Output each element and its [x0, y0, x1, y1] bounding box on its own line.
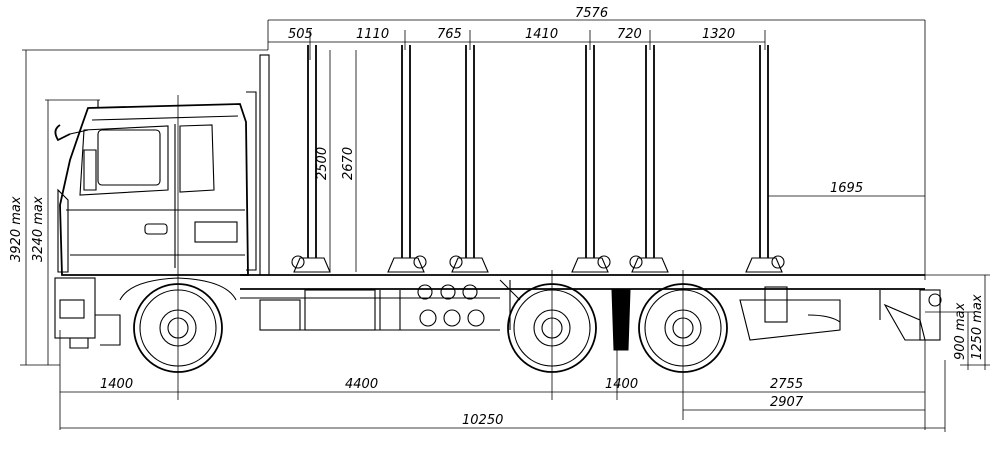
dim-stake-height: 2500 [315, 147, 330, 180]
dim-top-seg-2: 1110 [356, 27, 389, 42]
dim-top-seg-6: 1320 [702, 27, 735, 42]
dim-overall-length: 10250 [462, 413, 503, 428]
dim-bottom-seg-2: 4400 [345, 377, 378, 392]
dim-bottom-seg-4: 2755 [770, 377, 803, 392]
timber-stakes [291, 45, 785, 273]
dim-stake-height-2: 2670 [341, 147, 356, 180]
stake-3 [449, 45, 489, 273]
bottom-dimension-lines [60, 360, 946, 432]
dim-rear-overhang-top: 1695 [830, 181, 863, 196]
dim-rear: 2907 [770, 395, 804, 410]
axle-centerlines [59, 95, 926, 430]
stake-4 [571, 45, 611, 273]
stake-5 [629, 45, 669, 273]
dim-right-height-2: 900 max [953, 302, 968, 360]
stake-2 [387, 45, 427, 273]
stake-1 [291, 45, 331, 273]
stake-height-lines [329, 50, 357, 272]
dim-top-seg-3: 765 [437, 27, 462, 42]
left-dimension-lines [20, 49, 268, 366]
stake-6 [745, 45, 785, 273]
cab [54, 54, 270, 276]
dim-height-cab: 3240 max [31, 196, 46, 262]
dim-top-overall: 7576 [575, 6, 608, 21]
front-bumper [54, 277, 121, 349]
dim-bottom-seg-3: 1400 [605, 377, 638, 392]
chassis-frame [240, 274, 942, 341]
mudflap [611, 289, 631, 351]
dim-top-seg-5: 720 [617, 27, 642, 42]
dim-top-seg-1: 505 [288, 27, 313, 42]
top-dimension-lines [267, 19, 926, 280]
dim-bottom-seg-1: 1400 [100, 377, 133, 392]
right-dimension-lines [925, 274, 990, 370]
dim-top-seg-4: 1410 [525, 27, 558, 42]
dim-right-height-1: 1250 max [970, 294, 985, 360]
dim-height-total: 3920 max [9, 196, 24, 262]
